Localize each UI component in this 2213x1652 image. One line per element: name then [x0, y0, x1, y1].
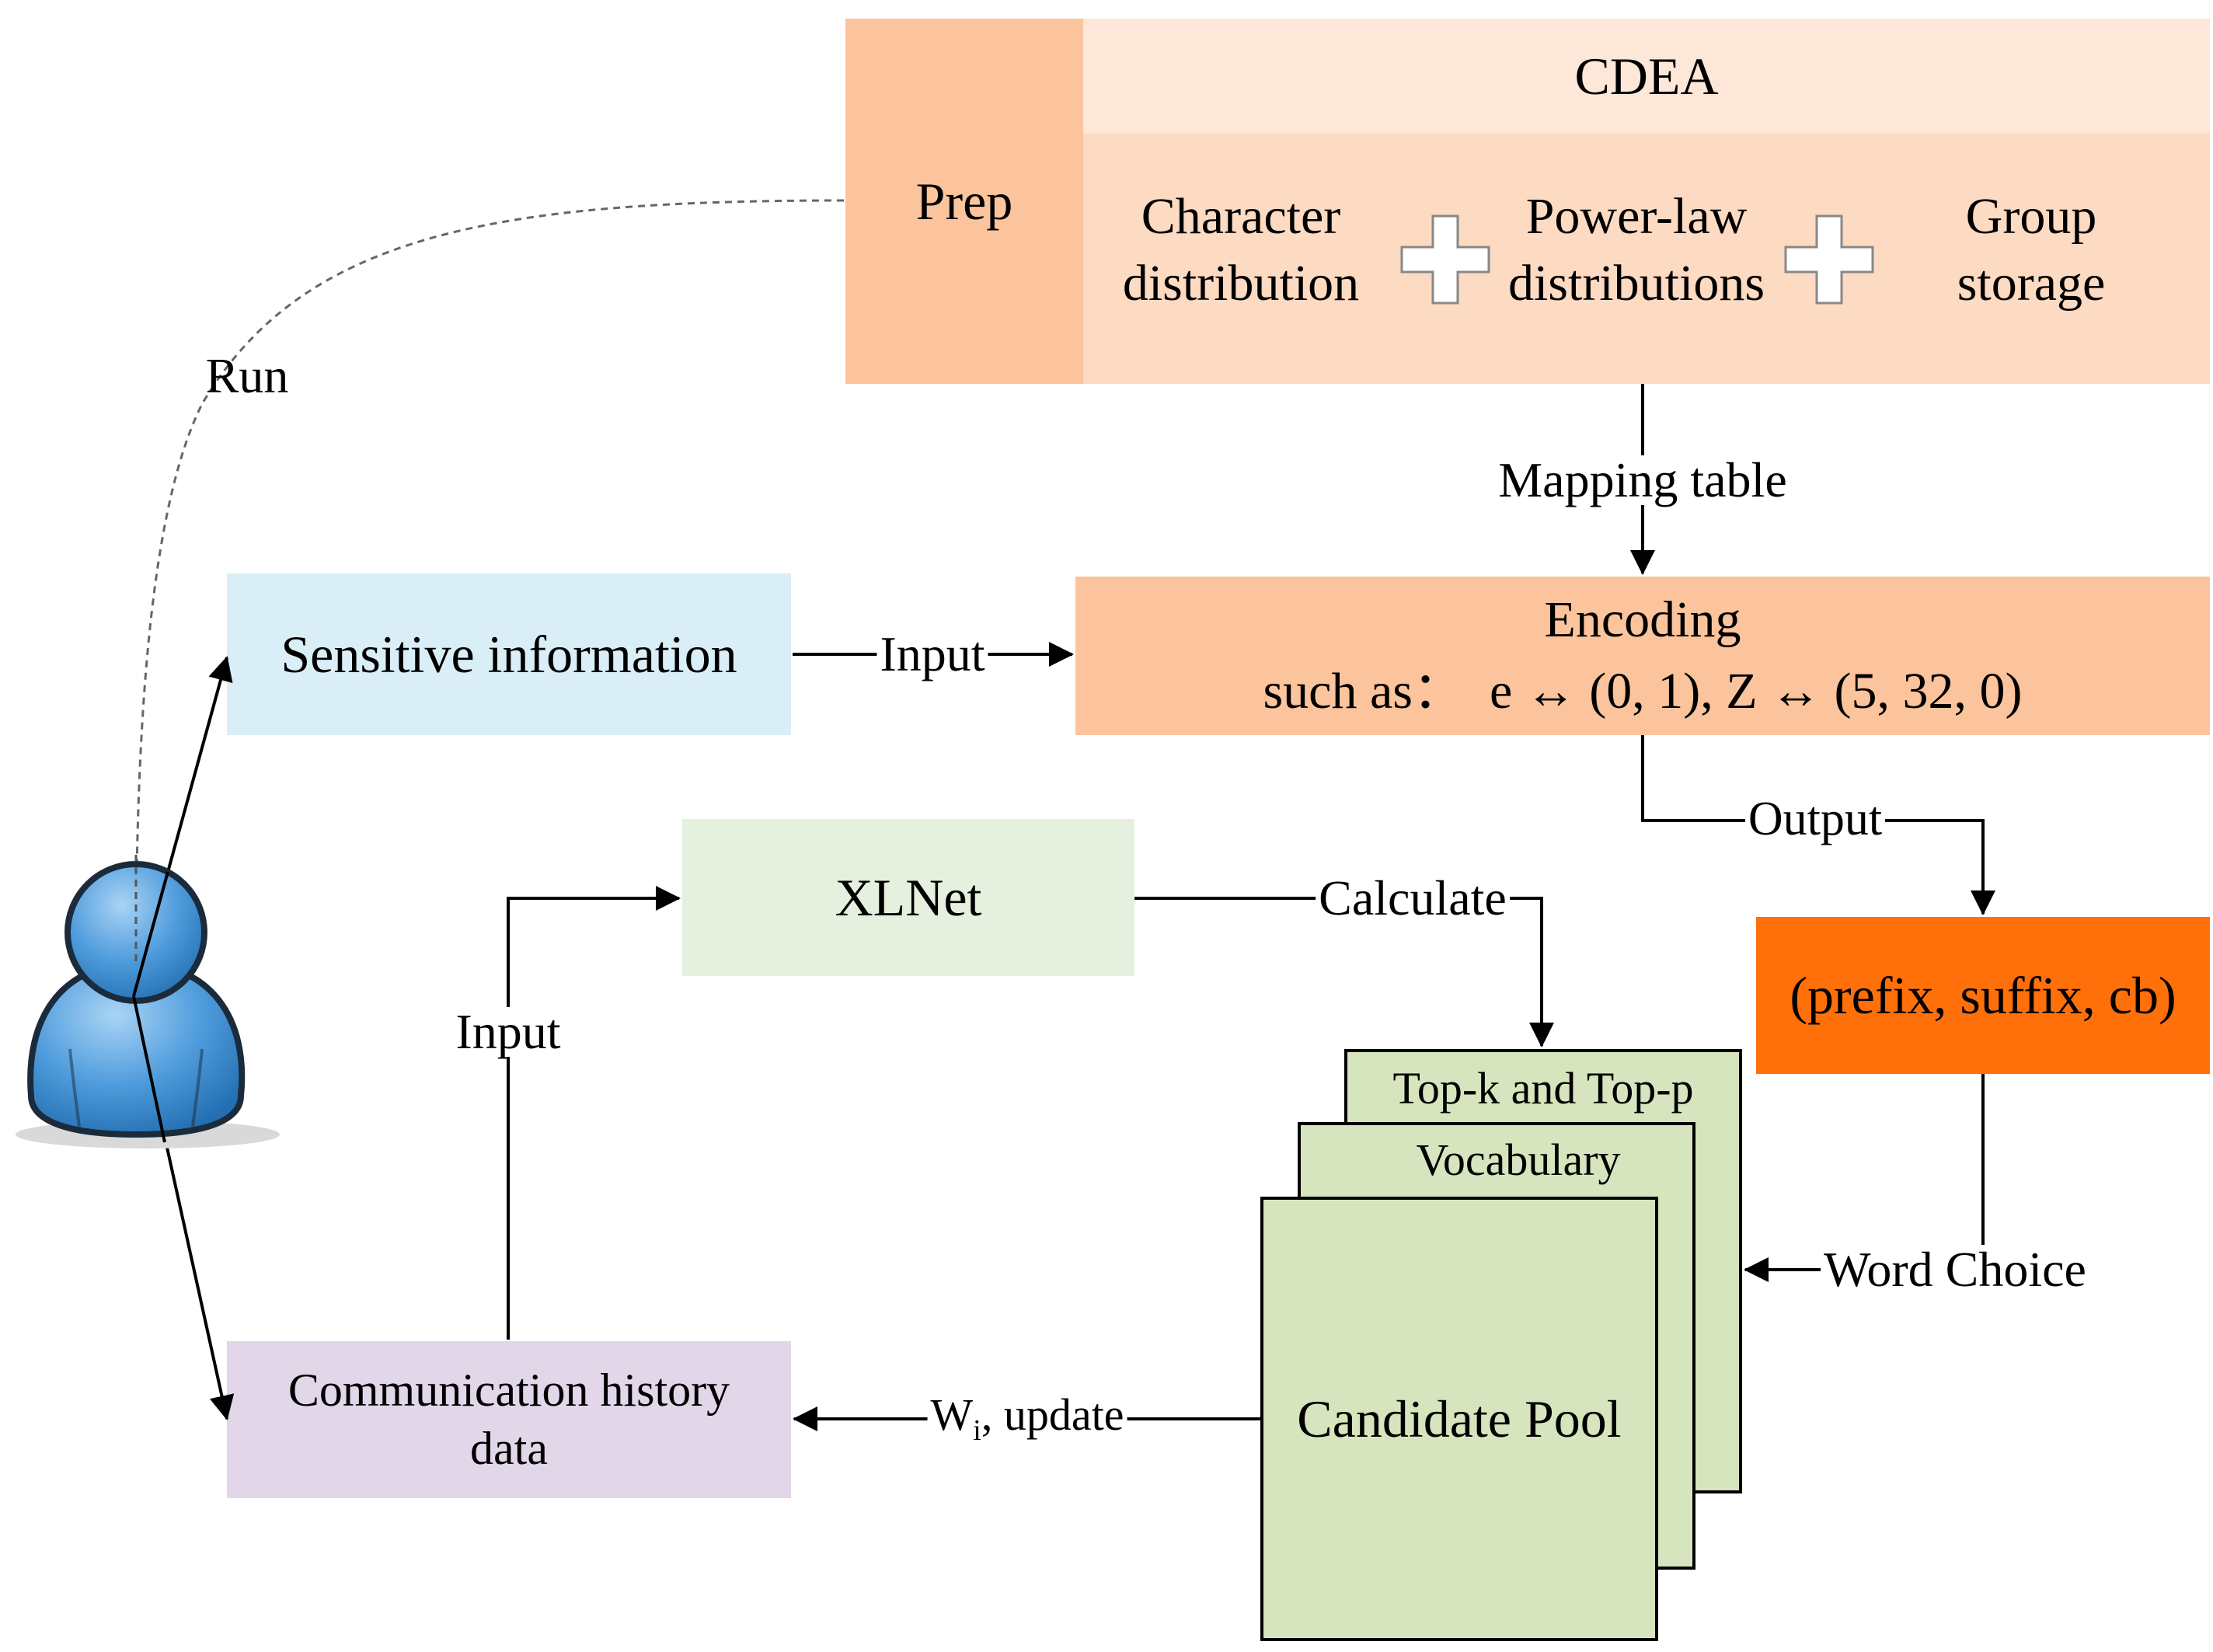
cdea-item-line: Group	[1965, 188, 2097, 246]
calculate-arrow	[1134, 897, 1554, 1047]
sensitive-information-label: Sensitive information	[281, 624, 737, 684]
cdea-item-line: storage	[1957, 255, 2106, 312]
sensitive-information-box: Sensitive information	[227, 573, 791, 735]
xlnet-label: XLNet	[835, 867, 982, 927]
wi-update-w: W	[930, 1389, 974, 1441]
mapping-table-label: Mapping table	[1495, 455, 1790, 505]
pool-middle-text: Vocabulary	[1416, 1134, 1621, 1185]
encoding-example: such as： e ↔ (0, 1), Z ↔ (5, 32, 0)	[1263, 663, 2023, 720]
word-choice-arrow	[1744, 1074, 1985, 1282]
cdea-header: CDEA	[1083, 19, 2210, 134]
communication-history-line: data	[470, 1423, 548, 1474]
user-icon	[16, 861, 280, 1148]
plus-icon	[1784, 214, 1874, 305]
cdea-body: Character distribution Power-law distrib…	[1083, 134, 2210, 384]
cdea-item-power-law-distributions: Power-law distributions	[1489, 180, 1784, 320]
input-history-label: Input	[452, 1007, 564, 1057]
cdea-item-line: Character	[1141, 188, 1341, 246]
cdea-title: CDEA	[1574, 46, 1719, 106]
cdea-item-line: Power-law	[1525, 188, 1748, 246]
cdea-item-line: distribution	[1122, 255, 1360, 312]
input-sensitive-label: Input	[876, 629, 988, 679]
wi-update-text: , update	[981, 1389, 1124, 1441]
communication-history-box: Communication history data	[227, 1341, 791, 1498]
wi-update-label: Wi, update	[927, 1389, 1127, 1447]
communication-history-line: Communication history	[288, 1364, 730, 1416]
xlnet-box: XLNet	[682, 819, 1134, 976]
cdea-item-line: distributions	[1507, 255, 1765, 312]
prep-label: Prep	[915, 171, 1013, 231]
input-history-arrow	[507, 886, 681, 1340]
pool-middle-label: Vocabulary	[1355, 1128, 1682, 1190]
wi-update-subscript: i	[973, 1413, 981, 1447]
output-tuple-box: (prefix, suffix, cb)	[1756, 917, 2210, 1074]
pool-back-label: Top-k and Top-p	[1347, 1057, 1739, 1119]
cdea-item-group-storage: Group storage	[1891, 180, 2171, 320]
calculate-label: Calculate	[1316, 873, 1510, 923]
pool-back-text: Top-k and Top-p	[1392, 1062, 1694, 1114]
word-choice-label: Word Choice	[1821, 1245, 2089, 1295]
cdea-item-character-distribution: Character distribution	[1097, 180, 1385, 320]
plus-icon	[1400, 214, 1490, 305]
output-label: Output	[1744, 795, 1886, 843]
encoding-title: Encoding	[1544, 591, 1741, 648]
prep-box: Prep	[845, 19, 1083, 384]
pool-front-card: Candidate Pool	[1260, 1197, 1658, 1641]
pool-front-text: Candidate Pool	[1297, 1389, 1622, 1448]
encoding-box: Encoding such as： e ↔ (0, 1), Z ↔ (5, 32…	[1075, 577, 2210, 735]
run-label: Run	[205, 348, 289, 403]
output-tuple-label: (prefix, suffix, cb)	[1790, 965, 2176, 1025]
run-connector	[134, 199, 845, 964]
